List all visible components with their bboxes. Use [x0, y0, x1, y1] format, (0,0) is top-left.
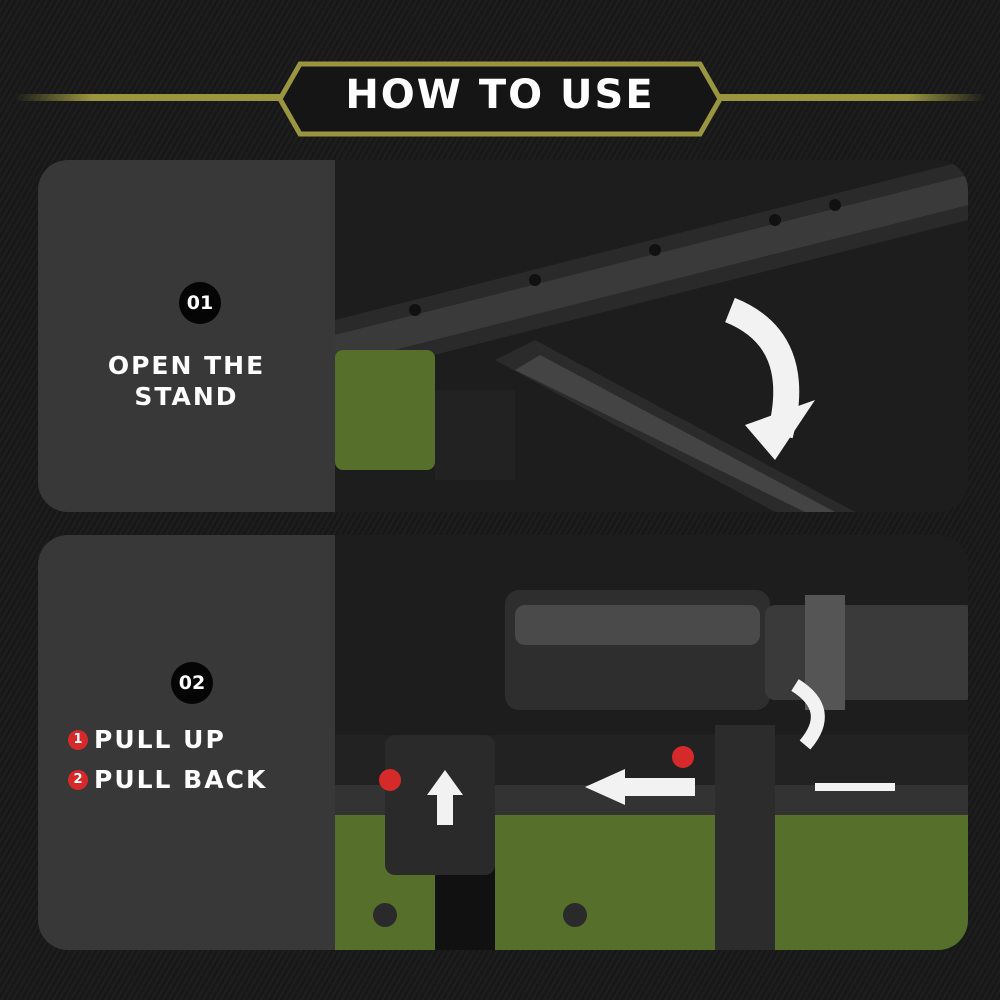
rifle-photo — [335, 590, 968, 950]
step-1-panel: 01 OPEN THE STAND — [38, 160, 968, 512]
step-1-line-2: STAND — [134, 382, 239, 411]
title-hexagon — [277, 61, 723, 137]
step-number-badge: 01 — [179, 282, 221, 324]
stand-photo — [335, 160, 968, 512]
page-title: HOW TO USE — [345, 72, 655, 118]
step-2-panel: 02 1 PULL UP 2 PULL BACK — [38, 535, 968, 950]
marker-2-icon: 2 — [68, 769, 88, 790]
instruction-label: PULL UP — [94, 725, 226, 754]
step-2-text-area: 02 1 PULL UP 2 PULL BACK — [38, 535, 335, 950]
marker-1-icon: 1 — [68, 729, 88, 750]
instruction-label: PULL BACK — [94, 765, 268, 794]
step-1-line-1: OPEN THE — [107, 351, 266, 380]
instruction-pull-up: 1 PULL UP — [68, 725, 226, 754]
marker-2-icon — [672, 746, 694, 768]
instruction-pull-back: 2 PULL BACK — [68, 765, 267, 794]
marker-1-icon — [379, 769, 401, 791]
step-number-badge: 02 — [171, 662, 213, 704]
step-1-text-area: 01 OPEN THE STAND — [38, 160, 335, 512]
